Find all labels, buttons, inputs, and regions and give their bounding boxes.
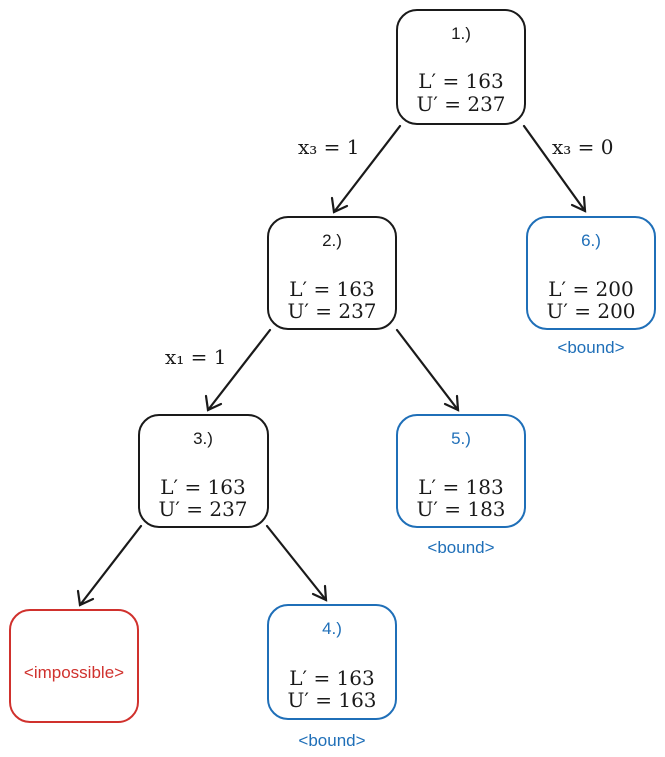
edge-1-to-6	[522, 124, 587, 213]
edge-1-to-2	[330, 124, 402, 214]
node-2-upper-bound: U′ = 237	[287, 299, 376, 323]
node-2: 2.) L′ = 163 U′ = 237	[267, 216, 397, 330]
node-6-number: 6.)	[581, 231, 601, 250]
edge-3-to-4	[265, 524, 328, 602]
edge-3-to-impossible	[76, 524, 143, 607]
node-4: 4.) L′ = 163 U′ = 163	[267, 604, 397, 720]
node-6-upper-bound: U′ = 200	[546, 299, 635, 323]
node-4-lower-bound: L′ = 163	[289, 666, 374, 690]
node-3-number: 3.)	[193, 429, 213, 448]
node-6-status: <bound>	[557, 338, 624, 357]
node-3: 3.) L′ = 163 U′ = 237	[138, 414, 269, 528]
node-2-lower-bound: L′ = 163	[289, 277, 374, 301]
node-4-number: 4.)	[322, 619, 342, 638]
node-6: 6.) L′ = 200 U′ = 200	[526, 216, 656, 330]
node-3-upper-bound: U′ = 237	[158, 497, 247, 521]
node-5-lower-bound: L′ = 183	[418, 475, 503, 499]
node-impossible: <impossible>	[9, 609, 139, 723]
node-impossible-label: <impossible>	[24, 663, 124, 682]
node-5-number: 5.)	[451, 429, 471, 448]
node-4-upper-bound: U′ = 163	[287, 688, 376, 712]
edges	[76, 124, 587, 607]
node-1-lower-bound: L′ = 163	[418, 69, 503, 93]
node-6-lower-bound: L′ = 200	[548, 277, 633, 301]
node-4-status: <bound>	[298, 731, 365, 750]
node-1: 1.) L′ = 163 U′ = 237	[396, 9, 526, 125]
node-5-upper-bound: U′ = 183	[416, 497, 505, 521]
edge-2-to-5	[395, 328, 460, 412]
edge-2-to-3	[204, 328, 272, 412]
node-2-number: 2.)	[322, 231, 342, 250]
edge-label-x1-eq-1: x₁ = 1	[165, 345, 227, 369]
node-1-upper-bound: U′ = 237	[416, 92, 505, 116]
node-1-number: 1.)	[451, 24, 471, 43]
edge-label-x3-eq-1: x₃ = 1	[298, 135, 360, 159]
node-5: 5.) L′ = 183 U′ = 183	[396, 414, 526, 528]
node-3-lower-bound: L′ = 163	[160, 475, 245, 499]
node-5-status: <bound>	[427, 538, 494, 557]
edge-label-x3-eq-0: x₃ = 0	[552, 135, 614, 159]
